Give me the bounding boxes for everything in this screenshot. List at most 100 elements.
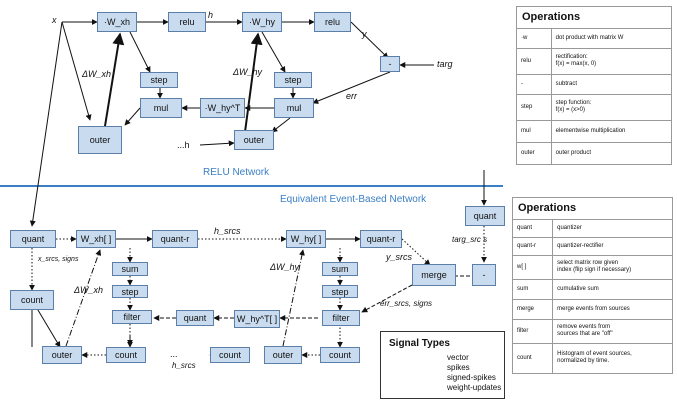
node-relu: relu [168, 12, 206, 32]
node-why-t-b: W_hy^T[ ] [234, 310, 280, 328]
label-y: y [362, 29, 367, 39]
legend-item: signed-spikes [447, 373, 496, 382]
label-targsrc: targ_src s [452, 235, 488, 244]
node-outer-b: outer [42, 346, 82, 364]
legend-title: Signal Types [389, 338, 450, 349]
label-dwxh-b: ΔW_xh [74, 285, 104, 295]
node-outer: outer [78, 126, 122, 154]
ops-bottom-key: filter [511, 318, 554, 344]
label-targ: targ [437, 59, 453, 69]
edge-mul2-outer2 [271, 117, 291, 133]
node-step2: step [274, 72, 312, 88]
legend-item: spikes [447, 363, 470, 372]
ops-top-desc: dot product with matrix W [550, 27, 673, 49]
node-count3: count [320, 347, 360, 363]
ops-bottom-desc: cumulative sum [552, 278, 673, 300]
section-title-top: RELU Network [203, 167, 270, 178]
ops-bottom-key: w[ ] [511, 254, 554, 280]
ops-top-key: outer [516, 141, 552, 165]
edge-minus-mul2 [312, 71, 391, 104]
edge-why-step2 [261, 31, 286, 73]
legend-item: vector [447, 353, 469, 362]
node-step-b: step [112, 285, 148, 298]
node-step: step [140, 72, 178, 88]
label-dwhy: ΔW_hy [233, 67, 263, 77]
node-count2: count [210, 347, 250, 363]
node-mul2: mul [274, 98, 314, 118]
label-ysrcs: y_srcs [386, 252, 413, 262]
ops-bottom-desc: select matrix row given index (flip sign… [552, 254, 673, 280]
ops-bottom-key: quant-r [511, 236, 554, 256]
ops-bottom-desc: remove events from sources that are "off… [552, 318, 673, 344]
ops-top-title: Operations [516, 6, 672, 29]
ops-bottom-key: sum [511, 278, 554, 300]
edge-quantr2-merge [401, 238, 431, 266]
node-count1: count [106, 347, 146, 363]
edge-x-outer [61, 21, 92, 121]
label-errsrcs: err_srcs, signs [380, 299, 433, 308]
legend-item: weight-updates [447, 383, 502, 392]
node-sum2: sum [322, 262, 358, 276]
ops-top-desc: step function: f(x) = (x>0) [550, 93, 673, 121]
node-mul: mul [140, 98, 182, 118]
node-wxh-b: W_xh[ ] [76, 230, 116, 248]
ops-bottom-desc: Histogram of event sources, normalized b… [552, 342, 673, 374]
ops-top-desc: subtract [550, 73, 673, 95]
label-hsrcs2: h_srcs [172, 361, 196, 370]
node-relu2: relu [314, 12, 351, 32]
node-merge: merge [412, 264, 456, 286]
ops-top-key: ·w [516, 27, 552, 49]
node-step2-b: step [322, 285, 358, 298]
node-quant: quant [10, 230, 56, 248]
ops-top-desc: elementwise multiplication [550, 119, 673, 143]
node-why-b: W_hy[ ] [286, 230, 326, 248]
edge-relu2-minus [350, 21, 389, 59]
edge-outer-wxh-update [104, 32, 125, 127]
section-title-bottom: Equivalent Event-Based Network [280, 194, 427, 205]
node-filter2: filter [322, 310, 360, 326]
ops-bottom-key: count [511, 342, 554, 374]
node-count: count [10, 290, 54, 310]
label-dots-h: ...h [177, 140, 190, 150]
ops-top-key: relu [516, 47, 552, 75]
label-x: x [52, 15, 57, 25]
edge-merge-filter2 [361, 284, 413, 313]
edge-outer2-why-update [282, 249, 305, 347]
ops-bottom-key: merge [511, 298, 554, 320]
ops-bottom-desc: quantizer-rectifier [552, 236, 673, 256]
signal-types-legend: Signal Types vector spikes signed-spikes… [380, 331, 505, 399]
node-quant-mid: quant [176, 310, 214, 326]
node-quant-r: quant-r [152, 230, 198, 248]
label-xsrcs: x_srcs, signs [38, 256, 79, 263]
label-dwhy-b: ΔW_hy [270, 262, 300, 272]
node-minus: - [380, 56, 400, 72]
ops-bottom-desc: quantizer [552, 218, 673, 238]
node-wxh: ·W_xh [97, 12, 137, 32]
node-outer2: outer [234, 130, 274, 150]
ops-bottom-desc: merge events from sources [552, 298, 673, 320]
ops-top-desc: rectification: f(x) = max(x, 0) [550, 47, 673, 75]
node-sum: sum [112, 262, 148, 276]
label-dots-b: ... [170, 349, 178, 359]
edge-outer-wxh-update [65, 249, 102, 347]
label-hsrcs: h_srcs [214, 226, 241, 236]
edge-h-outer2 [199, 140, 235, 147]
edge-mul-outer [124, 107, 141, 126]
node-why-t: ·W_hy^T [200, 98, 245, 118]
node-outer2-b: outer [264, 346, 302, 364]
edge-outer2-why-update [244, 32, 263, 133]
node-why: ·W_hy [242, 12, 282, 32]
label-err: err [346, 91, 357, 101]
label-dwxh: ΔW_xh [82, 69, 112, 79]
edge-x-quant [29, 21, 63, 227]
node-filter: filter [112, 310, 152, 324]
node-quant-top: quant [465, 206, 505, 226]
node-quant-r2: quant-r [360, 230, 402, 248]
ops-top-key: step [516, 93, 552, 121]
ops-top-key: mul [516, 119, 552, 143]
ops-bottom-key: quant [511, 218, 554, 238]
